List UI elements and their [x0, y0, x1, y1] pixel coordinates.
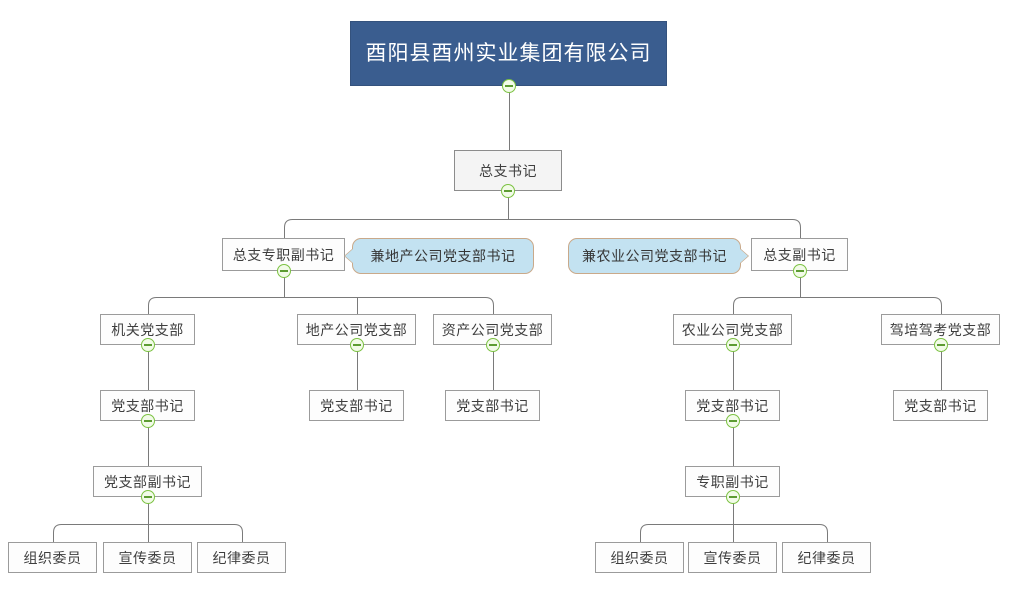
node-label: 党支部书记	[456, 397, 529, 414]
org-node[interactable]: 纪律委员	[782, 542, 871, 573]
org-node[interactable]: 宣传委员	[688, 542, 777, 573]
node-label: 机关党支部	[111, 321, 184, 338]
node-label: 党支部书记	[320, 397, 393, 414]
org-node[interactable]: 资产公司党支部	[433, 314, 552, 345]
connector-line	[640, 524, 828, 542]
collapse-toggle-icon[interactable]	[277, 264, 291, 278]
node-label: 地产公司党支部	[305, 321, 408, 338]
org-node[interactable]: 宣传委员	[103, 542, 192, 573]
node-label: 总支专职副书记	[232, 246, 335, 263]
node-label: 宣传委员	[118, 549, 177, 566]
org-node[interactable]: 党支部书记	[445, 390, 540, 421]
role-callout-bubble[interactable]: 兼农业公司党支部书记	[568, 238, 749, 274]
node-label: 党支部书记	[111, 397, 184, 414]
collapse-toggle-icon[interactable]	[350, 338, 364, 352]
node-label: 党支部书记	[696, 397, 769, 414]
node-label: 总支书记	[479, 162, 537, 179]
connector-line	[733, 297, 942, 314]
node-label: 资产公司党支部	[441, 321, 544, 338]
connector-line	[53, 524, 243, 542]
bubble-label: 兼农业公司党支部书记	[582, 248, 727, 264]
node-label: 总支副书记	[763, 246, 836, 263]
collapse-toggle-icon[interactable]	[726, 490, 740, 504]
org-node[interactable]: 党支部书记	[309, 390, 404, 421]
connector-line	[148, 297, 494, 314]
node-label: 组织委员	[610, 549, 669, 566]
org-node[interactable]: 党支部书记	[100, 390, 195, 421]
org-node[interactable]: 组织委员	[595, 542, 684, 573]
node-label: 党支部副书记	[104, 473, 191, 490]
collapse-toggle-icon[interactable]	[501, 184, 515, 198]
node-label: 组织委员	[23, 549, 82, 566]
collapse-toggle-icon[interactable]	[726, 414, 740, 428]
collapse-toggle-icon[interactable]	[726, 338, 740, 352]
bubble-label: 兼地产公司党支部书记	[370, 248, 516, 264]
node-label: 纪律委员	[797, 549, 856, 566]
collapse-toggle-icon[interactable]	[141, 414, 155, 428]
bubble-pointer	[345, 249, 353, 263]
node-label: 驾培驾考党支部	[889, 321, 992, 338]
org-node[interactable]: 组织委员	[8, 542, 97, 573]
org-node[interactable]: 党支部书记	[893, 390, 988, 421]
node-label: 党支部书记	[904, 397, 977, 414]
collapse-toggle-icon[interactable]	[141, 338, 155, 352]
role-callout-bubble[interactable]: 兼地产公司党支部书记	[344, 238, 534, 274]
org-root-node[interactable]: 酉阳县酉州实业集团有限公司	[350, 21, 667, 86]
node-label: 专职副书记	[696, 473, 769, 490]
collapse-toggle-icon[interactable]	[793, 264, 807, 278]
node-label: 农业公司党支部	[681, 321, 784, 338]
bubble-pointer	[740, 249, 748, 263]
node-label: 宣传委员	[703, 549, 762, 566]
collapse-toggle-icon[interactable]	[141, 490, 155, 504]
collapse-toggle-icon[interactable]	[934, 338, 948, 352]
node-label: 纪律委员	[212, 549, 271, 566]
collapse-toggle-icon[interactable]	[502, 79, 516, 93]
org-node[interactable]: 纪律委员	[197, 542, 286, 573]
connector-line	[284, 219, 801, 238]
node-label: 酉阳县酉州实业集团有限公司	[365, 42, 652, 65]
collapse-toggle-icon[interactable]	[486, 338, 500, 352]
